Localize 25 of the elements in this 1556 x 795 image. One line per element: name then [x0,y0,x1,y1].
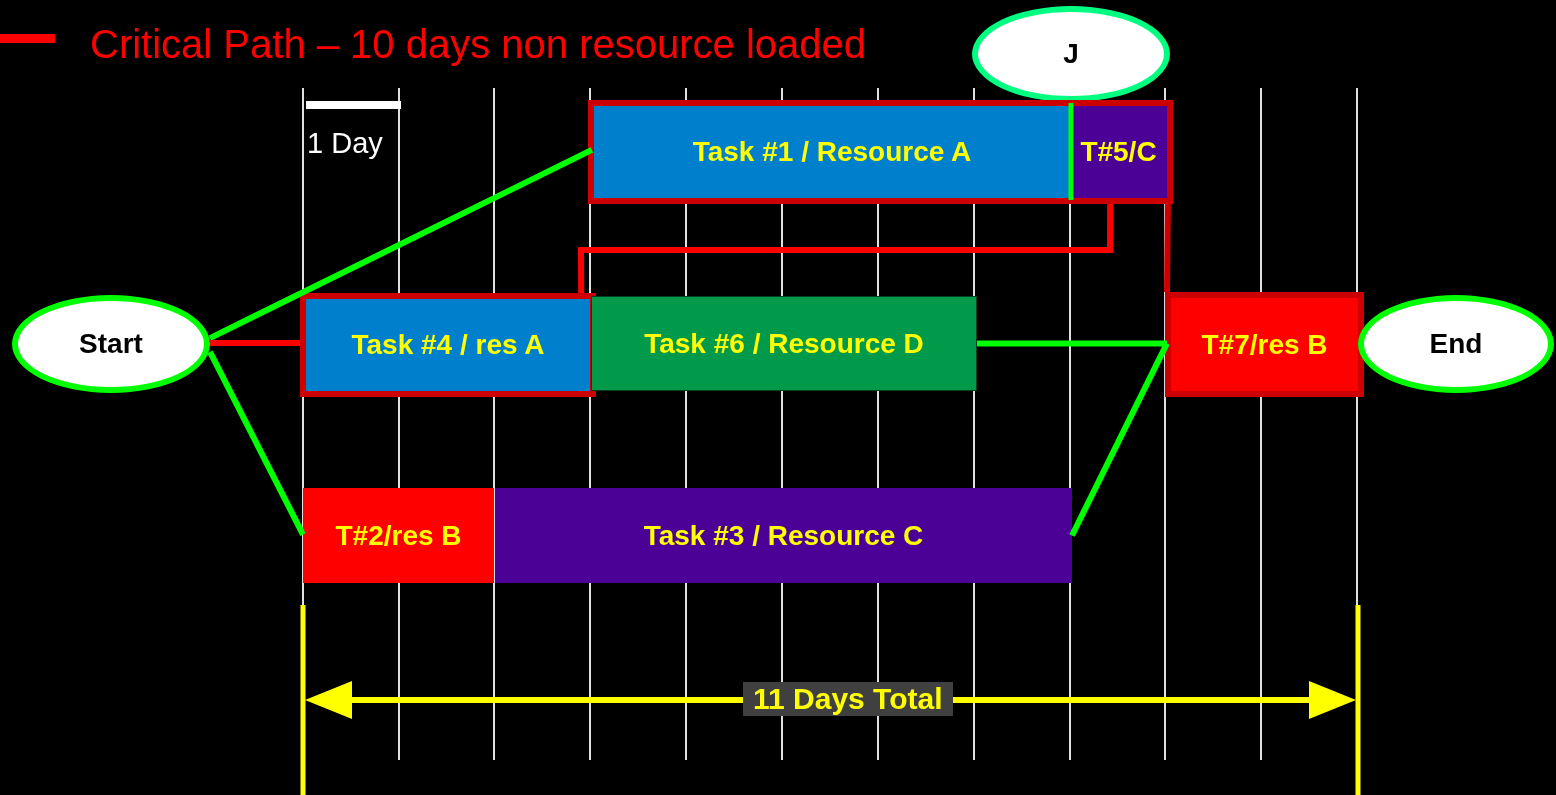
task-label: End [1429,328,1483,360]
connector-line [1164,203,1171,293]
connector-line [578,204,1114,293]
task-bar [591,296,977,391]
dimension-label: 11 Days Total [743,682,953,716]
connector-line [977,340,1167,347]
task-label: Task #4 / res A [351,329,545,361]
task-bar [303,488,494,583]
task-label: Task #3 / Resource C [643,519,924,552]
task-bar [300,293,596,397]
legend-text: Critical Path – 10 days non resource loaded [90,22,866,67]
task-label: T#2/res B [335,519,462,552]
task-label: T#7/res B [1201,328,1328,361]
connector-line [210,339,300,346]
task-label: T#5/C [1080,136,1157,168]
task-bar [1165,292,1364,397]
task-label: Task #1 / Resource A [692,136,972,168]
task-label: J [1063,38,1079,70]
task-label: Task #6 / Resource D [644,327,924,360]
task-bar [1070,100,1173,204]
connector-line [207,350,306,536]
task-label: Start [79,328,143,360]
task-bar [495,488,1072,583]
scale-label: 1 Day [307,127,383,160]
task-bar [588,100,1070,204]
